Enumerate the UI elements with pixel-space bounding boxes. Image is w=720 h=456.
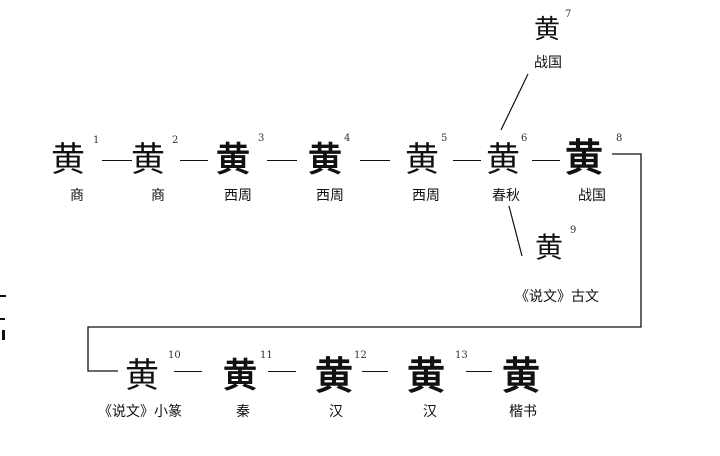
label-7: 战国 [534,55,562,71]
dash [362,371,388,373]
dash [532,160,560,162]
cropped-glyph-fragment [2,330,5,340]
index-1: 1 [93,135,100,146]
label-11: 秦 [236,404,250,420]
glyph-4: 黄 [308,140,342,180]
dash [180,160,208,162]
label-8: 战国 [578,188,606,204]
index-7: 7 [565,9,572,20]
label-1: 商 [70,188,84,204]
label-6: 春秋 [492,188,520,204]
cropped-glyph-fragment [0,318,5,320]
index-11: 11 [260,350,273,361]
glyph-8: 黄 [564,135,604,180]
glyph-kaishu: 黄 [501,353,541,398]
index-3: 3 [258,133,265,144]
glyph-12: 黄 [314,353,354,398]
dash [360,160,390,162]
branch-line-7 [500,73,529,131]
dash [268,371,296,373]
label-10: 《说文》小篆 [98,404,182,420]
label-9: 《说文》古文 [515,289,599,305]
index-10: 10 [168,350,181,361]
branch-line-9 [508,205,523,257]
glyph-5: 黄 [405,140,439,180]
glyph-7: 黄 [533,15,561,45]
dash [466,371,492,373]
index-9: 9 [570,225,577,236]
glyph-13: 黄 [406,353,446,398]
label-kaishu: 楷书 [509,404,537,420]
label-3: 西周 [224,188,252,204]
label-12: 汉 [329,404,343,420]
row-connector [87,153,642,372]
glyph-1: 黄 [51,140,85,180]
glyph-10: 黄 [125,356,159,396]
dash [102,160,132,162]
glyph-11: 黄 [223,356,257,396]
index-8: 8 [616,133,623,144]
glyph-3: 黄 [216,140,250,180]
label-13: 汉 [423,404,437,420]
index-2: 2 [172,135,179,146]
dash [174,371,202,373]
glyph-2: 黄 [131,140,165,180]
label-2: 商 [151,188,165,204]
index-12: 12 [354,350,367,361]
dash [267,160,297,162]
label-5: 西周 [412,188,440,204]
label-4: 西周 [316,188,344,204]
index-6: 6 [521,133,528,144]
index-5: 5 [441,133,448,144]
glyph-6: 黄 [486,140,520,180]
dash [453,160,481,162]
index-4: 4 [344,133,351,144]
cropped-glyph-fragment [0,295,6,297]
glyph-9: 黄 [534,231,564,264]
index-13: 13 [455,350,468,361]
